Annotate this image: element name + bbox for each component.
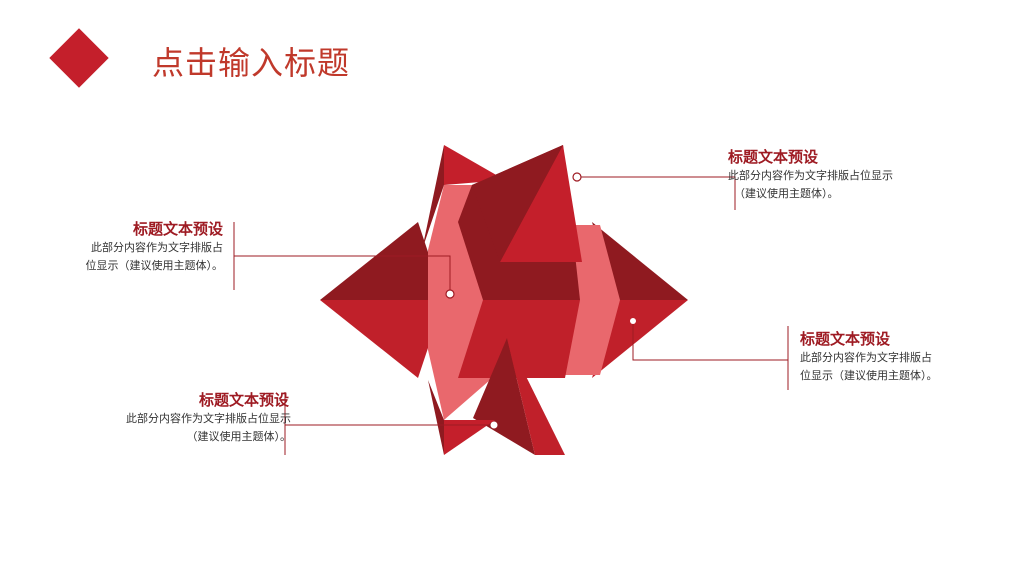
bottom-triangle-right xyxy=(507,338,565,455)
page-title[interactable]: 点击输入标题 xyxy=(152,44,351,82)
text-block-left: 标题文本预设 此部分内容作为文字排版占 位显示（建议使用主题体）。 xyxy=(60,219,224,275)
block-title[interactable]: 标题文本预设 xyxy=(198,391,289,409)
text-block-top-right: 标题文本预设 此部分内容作为文字排版占位显示 （建议使用主题体）。 xyxy=(728,147,893,203)
text-block-right: 标题文本预设 此部分内容作为文字排版占 位显示（建议使用主题体）。 xyxy=(800,329,938,385)
top-spike-left xyxy=(444,145,505,185)
block-body-line2: 位显示（建议使用主题体）。 xyxy=(800,369,938,382)
marker-left xyxy=(445,289,455,299)
text-block-bottom-left: 标题文本预设 此部分内容作为文字排版占位显示 （建议使用主题体）。 xyxy=(95,390,291,446)
block-body-line1: 此部分内容作为文字排版占位显示 xyxy=(728,169,893,182)
left-pyramid-top-facet xyxy=(320,222,444,300)
block-title[interactable]: 标题文本预设 xyxy=(800,330,891,348)
bottom-spike xyxy=(444,420,495,455)
block-body-line1: 此部分内容作为文字排版占位显示 xyxy=(126,412,291,425)
block-title[interactable]: 标题文本预设 xyxy=(132,220,223,238)
right-pyramid-top-facet xyxy=(592,222,688,300)
block-body-line2: （建议使用主题体）。 xyxy=(186,430,292,443)
block-title[interactable]: 标题文本预设 xyxy=(728,148,819,166)
light-band-right xyxy=(565,225,620,375)
right-pyramid-bottom-facet xyxy=(592,300,688,378)
top-spike-shadow xyxy=(422,145,444,250)
block-body-line2: 位显示（建议使用主题体）。 xyxy=(85,259,224,272)
marker-bottom xyxy=(490,421,498,429)
marker-top-right xyxy=(572,172,582,182)
marker-right xyxy=(630,318,636,324)
block-body-line1: 此部分内容作为文字排版占 xyxy=(800,351,932,364)
central-body-lower xyxy=(458,300,580,378)
connector-right xyxy=(632,321,788,361)
top-right-triangle xyxy=(500,145,582,262)
bottom-spike-shadow xyxy=(428,380,444,455)
block-body-line2: （建议使用主题体）。 xyxy=(734,187,839,200)
bottom-triangle-left xyxy=(473,338,535,455)
block-body-line1: 此部分内容作为文字排版占 xyxy=(91,241,223,254)
top-right-triangle-shade xyxy=(472,145,563,262)
connector-top-right xyxy=(577,176,736,210)
connector-left xyxy=(234,255,451,294)
left-pyramid-bottom-facet xyxy=(320,300,444,378)
